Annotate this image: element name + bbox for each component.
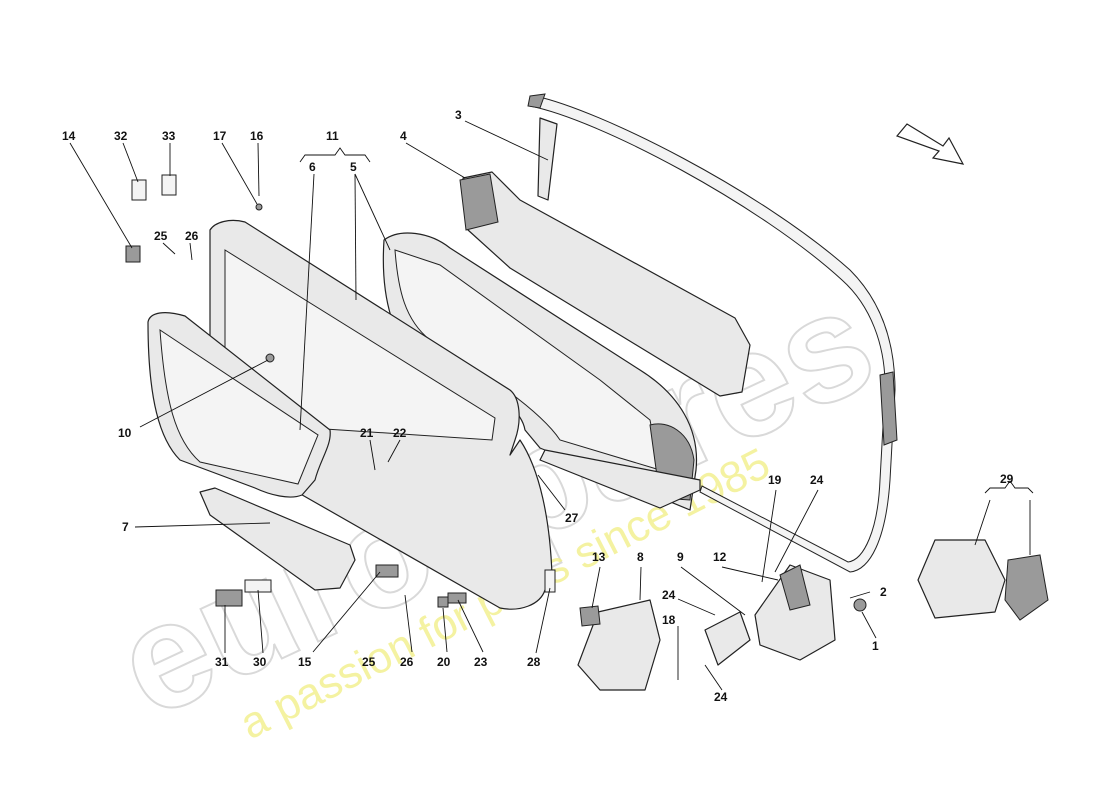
callout-12: 12: [713, 550, 727, 564]
switch-15-part: [375, 564, 399, 578]
callout-labels: 14 32 33 17 16 25 26 11 6 5 4 3 10 21 22…: [62, 108, 1014, 704]
module-31-part: [215, 589, 243, 607]
callout-26-top: 26: [185, 229, 199, 243]
callout-7: 7: [122, 520, 129, 534]
callout-33: 33: [162, 129, 176, 143]
callout-10: 10: [118, 426, 132, 440]
callout-3: 3: [455, 108, 462, 122]
callout-13: 13: [592, 550, 606, 564]
callout-19: 19: [768, 473, 782, 487]
handle-bracket-part: [704, 564, 836, 666]
callout-26-bottom: 26: [400, 655, 414, 669]
window-seal-part: [527, 93, 898, 573]
callout-8: 8: [637, 550, 644, 564]
screw-16-part: [255, 203, 263, 211]
nut-20-part: [437, 596, 449, 608]
door-card-part: [147, 312, 331, 498]
callout-24-top: 24: [810, 473, 824, 487]
handle-trim-part: [917, 539, 1049, 621]
upper-trim-strip-part: [459, 171, 751, 397]
switch-housing-part: [577, 599, 661, 691]
callout-23: 23: [474, 655, 488, 669]
small-hardware: [125, 174, 867, 612]
armrest-pocket-part: [199, 487, 356, 591]
direction-arrow-icon: [895, 123, 965, 165]
callout-31: 31: [215, 655, 229, 669]
rod-28-part: [544, 569, 556, 593]
callout-17: 17: [213, 129, 227, 143]
callout-1: 1: [872, 639, 879, 653]
bulb-holder-33-part: [161, 174, 177, 196]
callout-18: 18: [662, 613, 676, 627]
callout-24-middle: 24: [662, 588, 676, 602]
bulb-32-part: [131, 179, 147, 201]
callout-9: 9: [677, 550, 684, 564]
leader-lines: [69, 120, 1034, 691]
bolt-1-part: [853, 598, 867, 612]
callout-30: 30: [253, 655, 267, 669]
callout-14: 14: [62, 129, 76, 143]
callout-5-left: 5: [350, 160, 357, 174]
callout-4: 4: [400, 129, 407, 143]
callout-16: 16: [250, 129, 264, 143]
callout-27: 27: [565, 511, 579, 525]
clip-14-part: [125, 245, 141, 263]
callout-21: 21: [360, 426, 374, 440]
callout-11: 11: [326, 129, 339, 143]
callout-25-top: 25: [154, 229, 168, 243]
callout-24-bottom: 24: [714, 690, 728, 704]
callout-25-bottom: 25: [362, 655, 376, 669]
callout-15: 15: [298, 655, 312, 669]
callout-6: 6: [309, 160, 316, 174]
bracket-23-part: [447, 592, 467, 604]
callout-29: 29: [1000, 472, 1014, 486]
callout-28: 28: [527, 655, 541, 669]
callout-22: 22: [393, 426, 407, 440]
callout-2: 2: [880, 585, 887, 599]
callout-20: 20: [437, 655, 451, 669]
callout-32: 32: [114, 129, 128, 143]
